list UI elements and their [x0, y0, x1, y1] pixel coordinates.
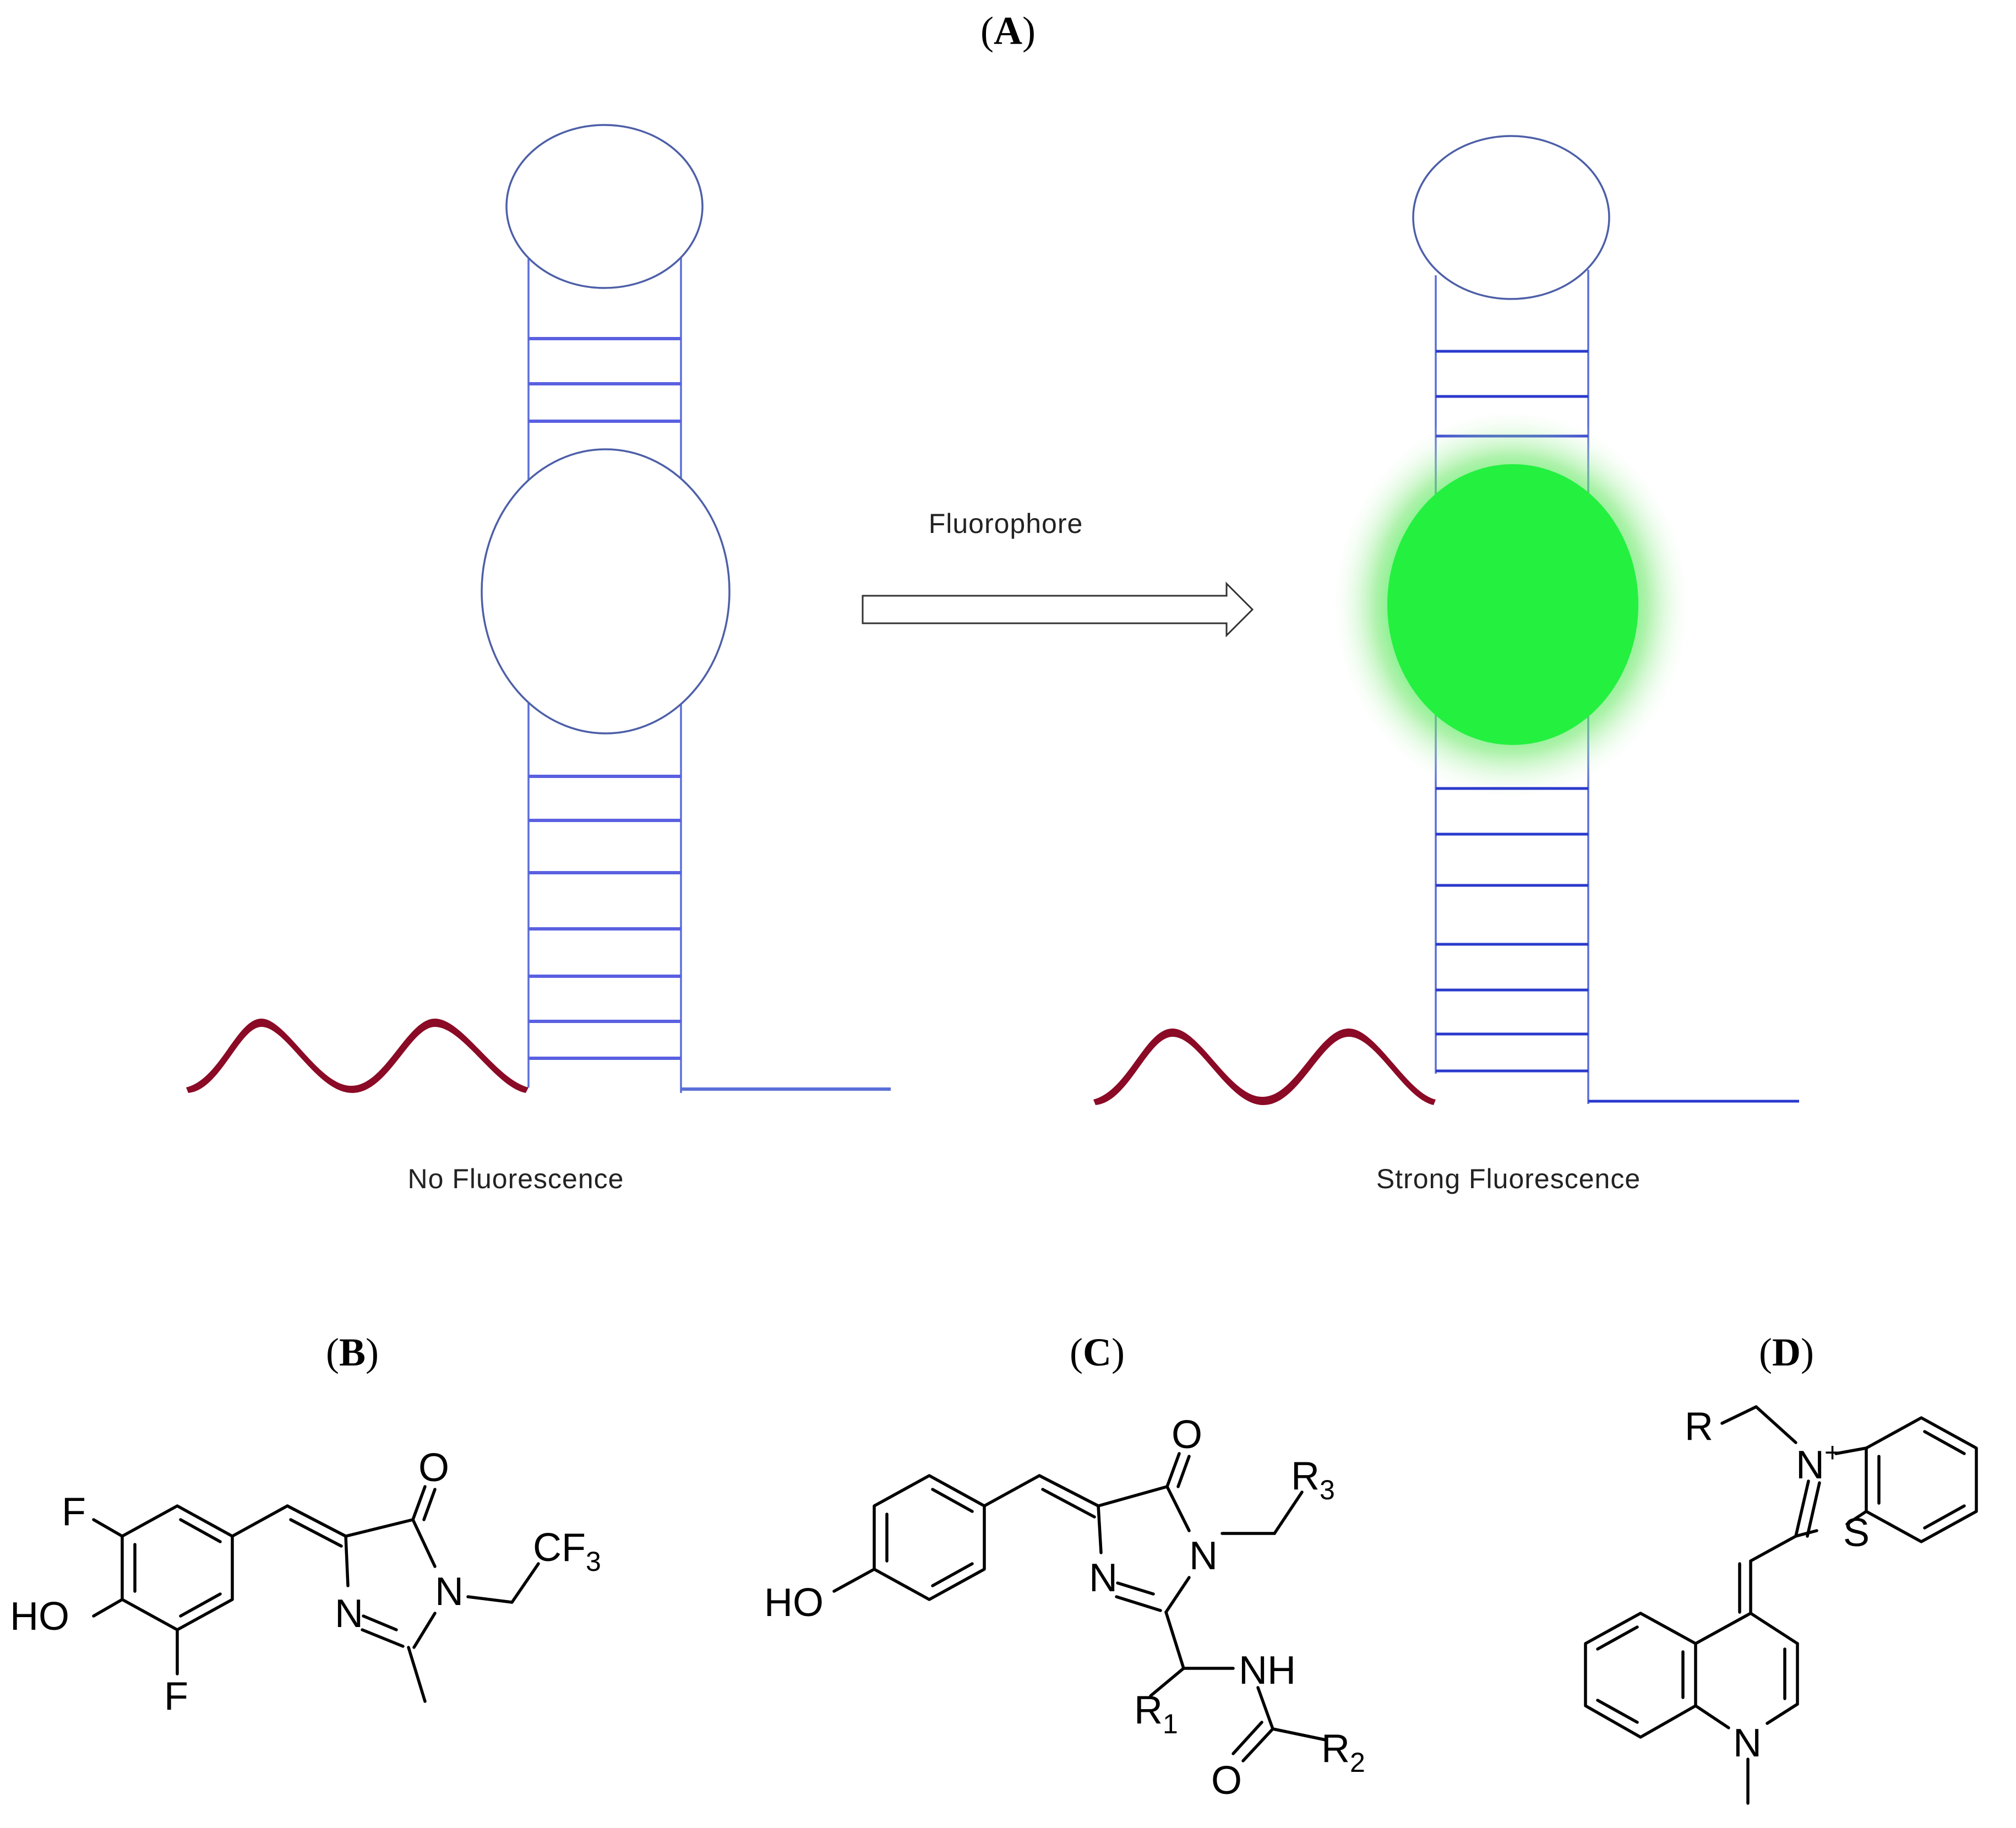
b-fluorine-top: F: [62, 1490, 86, 1534]
c-r2: R2: [1321, 1727, 1365, 1778]
fluorophore-bound-loop: [1387, 464, 1638, 745]
c-r3: R3: [1291, 1454, 1335, 1505]
c-ring-n1: N: [1189, 1534, 1218, 1578]
structure-c: HO O N N R3 R1 NH O R2: [764, 1413, 1365, 1803]
c-ring-n2: N: [1089, 1556, 1118, 1600]
structure-b: F HO F O N N CF3: [10, 1446, 601, 1718]
structure-b-bonds: [92, 1485, 540, 1703]
b-ring-n1: N: [435, 1570, 464, 1614]
right-rna-ribbon: [1093, 1029, 1436, 1105]
left-top-loop: [505, 124, 704, 289]
reaction-arrow: [862, 581, 1254, 638]
c-carbonyl-oxygen: O: [1172, 1413, 1202, 1457]
left-lower-rungs: [528, 775, 681, 1060]
d-quinoline-n: N: [1733, 1721, 1762, 1765]
right-top-loop: [1412, 135, 1610, 300]
b-hydroxyl: HO: [10, 1595, 69, 1639]
panel-a-label: (A): [980, 9, 1036, 53]
right-lower-rungs: [1436, 787, 1588, 1073]
fluorophore-label: Fluorophore: [929, 508, 1083, 539]
left-internal-loop: [481, 448, 731, 735]
strong-fluorescence-caption: Strong Fluorescence: [1376, 1163, 1641, 1194]
d-sulfur: S: [1843, 1511, 1870, 1555]
hairpin-left: [186, 124, 891, 1093]
d-r-group: R: [1685, 1405, 1713, 1449]
c-hydroxyl: HO: [764, 1581, 824, 1625]
panel-c-label: (C): [1070, 1330, 1125, 1374]
left-rna-ribbon: [186, 1019, 528, 1093]
structure-c-bonds: [832, 1452, 1327, 1762]
c-amide-oxygen: O: [1211, 1759, 1242, 1803]
b-trifluoromethyl: CF3: [533, 1526, 601, 1577]
c-r1: R1: [1134, 1688, 1178, 1739]
structure-d: R N+ S N: [1584, 1405, 1978, 1805]
no-fluorescence-caption: No Fluorescence: [408, 1163, 624, 1194]
hairpin-right: [1093, 135, 1799, 1105]
b-ring-n2: N: [335, 1592, 363, 1636]
structure-d-bonds: [1584, 1405, 1978, 1805]
panel-b-label: (B): [326, 1330, 379, 1374]
panel-d-label: (D): [1759, 1330, 1814, 1374]
d-benzothiazolium-n: N+: [1796, 1437, 1840, 1487]
b-carbonyl-oxygen: O: [418, 1446, 449, 1490]
b-fluorine-bottom: F: [164, 1674, 188, 1718]
c-amide-nh: NH: [1239, 1649, 1296, 1693]
left-upper-rungs: [528, 337, 681, 423]
